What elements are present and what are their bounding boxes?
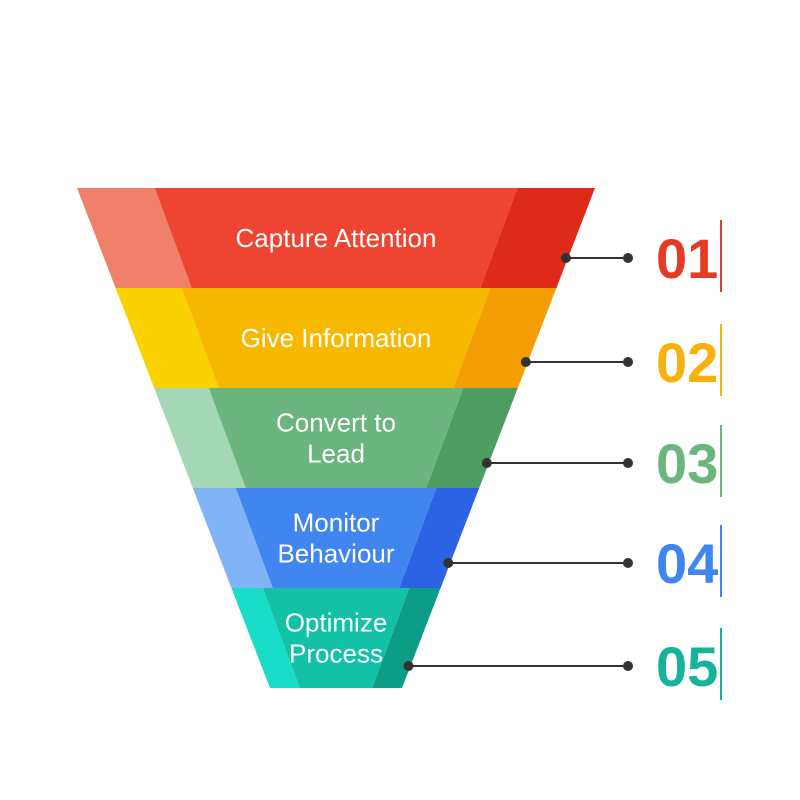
stage-2-right-face — [453, 288, 557, 388]
stage-1-label-line: Capture Attention — [236, 223, 437, 253]
stage-4-connector-dot-left — [443, 558, 454, 568]
stage-3-number: 03 — [656, 432, 718, 495]
stage-5-right-face — [372, 588, 441, 688]
stage-4-label-line: Monitor — [293, 508, 380, 538]
stage-5-number: 05 — [656, 635, 718, 698]
stage-1-number: 01 — [656, 227, 718, 290]
stage-4-number: 04 — [656, 532, 718, 595]
stage-2-number: 02 — [656, 331, 718, 394]
stage-1-connector-dot-left — [560, 253, 571, 263]
stage-4-right-face — [399, 488, 480, 588]
stage-3-front-face — [208, 388, 464, 488]
stage-4-label-line: Behaviour — [277, 539, 394, 569]
stage-5-label-line: Process — [289, 639, 383, 669]
stage-5-connector-dot-left — [403, 661, 414, 671]
stage-2: Give Information 02 — [115, 288, 722, 396]
stage-5-front-face — [262, 588, 410, 688]
stage-5-connector-dot-right — [623, 661, 633, 671]
stage-4-connector-dot-right — [623, 558, 633, 568]
stage-1-left-face — [77, 188, 192, 288]
stage-5-left-face — [231, 588, 300, 688]
stage-3-right-face — [426, 388, 518, 488]
stage-2-connector-dot-left — [520, 357, 531, 367]
stage-1-right-face — [480, 188, 595, 288]
stage-4-front-face — [235, 488, 437, 588]
stage-2-left-face — [115, 288, 219, 388]
stage-3-connector-dot-right — [623, 458, 633, 468]
stage-2-connector-dot-right — [623, 357, 633, 367]
stage-2-label-line: Give Information — [241, 323, 432, 353]
stage-3-label-line: Convert to — [276, 408, 396, 438]
stage-5-label-line: Optimize — [285, 608, 388, 638]
stage-1-connector-dot-right — [623, 253, 633, 263]
stage-3-left-face — [154, 388, 246, 488]
stage-3-label-line: Lead — [307, 439, 365, 469]
stage-3-connector-dot-left — [481, 458, 492, 468]
stage-4-left-face — [192, 488, 273, 588]
stage-2-front-face — [181, 288, 491, 388]
stage-1: Capture Attention 01 — [77, 188, 722, 292]
stage-1-front-face — [154, 188, 518, 288]
